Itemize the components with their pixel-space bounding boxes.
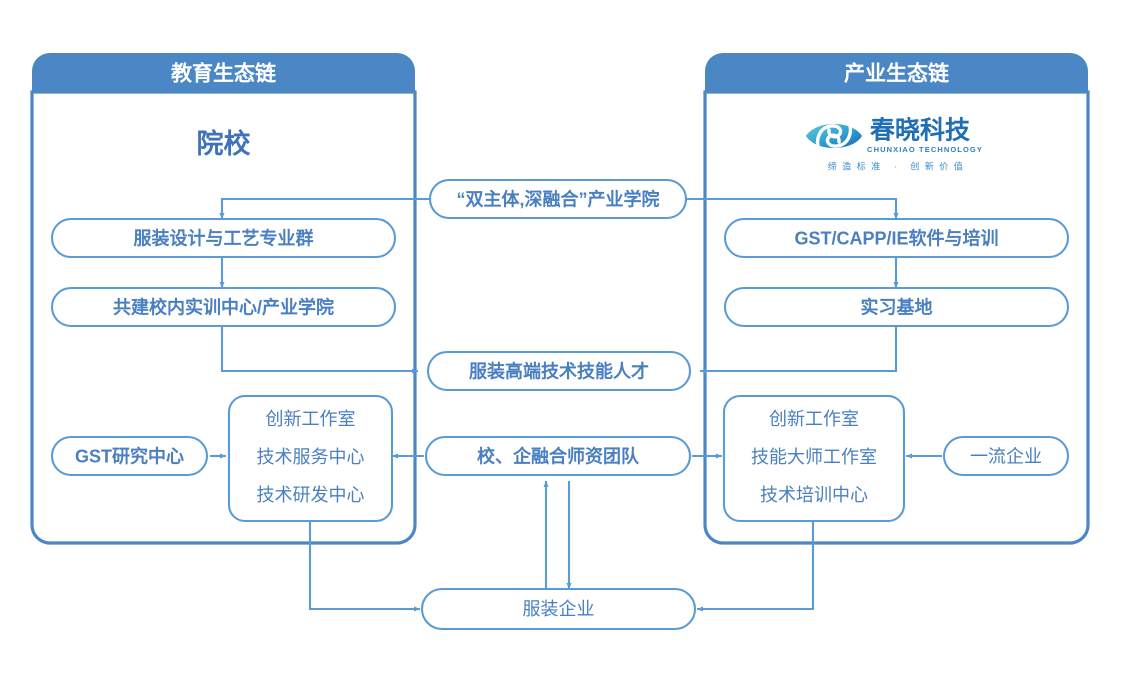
node-internship-base-label: 实习基地	[861, 296, 933, 317]
node-internship-base[interactable]: 实习基地	[723, 286, 1070, 328]
node-gst-capp-ie[interactable]: GST/CAPP/IE软件与培训	[723, 217, 1070, 259]
edge-internship-to-talent	[699, 326, 898, 374]
node-talent[interactable]: 服装高端技术技能人才	[426, 350, 692, 392]
edge-college-to-software	[684, 197, 899, 220]
edge-college-to-major	[219, 197, 432, 220]
node-talent-label: 服装高端技术技能人才	[469, 360, 649, 381]
chunxiao-eye-logo-icon	[806, 124, 862, 148]
node-edu-centers-line-3: 技术研发中心	[257, 485, 365, 505]
node-industry-college-label: “双主体,深融合”产业学院	[457, 188, 660, 209]
connectors	[210, 197, 942, 612]
node-major-group[interactable]: 服装设计与工艺专业群	[50, 217, 397, 259]
node-industry-college[interactable]: “双主体,深融合”产业学院	[428, 178, 688, 220]
node-edu-centers-line-2: 技术服务中心	[257, 447, 365, 467]
node-industry-centers-line-1: 创新工作室	[769, 409, 859, 429]
edge-training-to-talent	[220, 326, 419, 374]
node-gst-research-label: GST研究中心	[75, 445, 184, 466]
left-panel-header-label: 教育生态链	[171, 62, 277, 86]
node-apparel-enterprise[interactable]: 服装企业	[420, 587, 697, 631]
edge-industry-centers-to-apparel	[696, 521, 815, 612]
node-training-center-label: 共建校内实训中心/产业学院	[113, 296, 334, 317]
logo-tagline: 缔造标准 · 创新价值	[828, 160, 969, 171]
left-section-title: 院校	[197, 128, 251, 159]
node-edu-centers[interactable]: 创新工作室 技术服务中心 技术研发中心	[227, 394, 394, 523]
node-faculty-team-label: 校、企融合师资团队	[477, 445, 640, 466]
edge-edu-centers-to-apparel	[308, 521, 421, 612]
node-edu-centers-line-1: 创新工作室	[266, 409, 356, 429]
node-industry-centers[interactable]: 创新工作室 技能大师工作室 技术培训中心	[722, 394, 906, 523]
left-panel-header	[32, 53, 415, 92]
node-major-group-label: 服装设计与工艺专业群	[134, 227, 314, 248]
node-industry-centers-line-3: 技术培训中心	[760, 485, 868, 505]
right-panel-header-label: 产业生态链	[844, 62, 950, 86]
node-gst-research[interactable]: GST研究中心	[50, 435, 209, 477]
chunxiao-logo: 春晓科技 CHUNXIAO TECHNOLOGY 缔造标准 · 创新价值	[806, 116, 983, 171]
node-gst-capp-ie-label: GST/CAPP/IE软件与培训	[794, 227, 998, 248]
node-training-center[interactable]: 共建校内实训中心/产业学院	[50, 286, 397, 328]
node-faculty-team[interactable]: 校、企融合师资团队	[424, 435, 692, 477]
logo-name-cn: 春晓科技	[870, 116, 970, 145]
node-top-enterprise-label: 一流企业	[970, 446, 1042, 466]
node-apparel-enterprise-label: 服装企业	[523, 599, 595, 619]
node-industry-centers-line-2: 技能大师工作室	[751, 447, 877, 467]
right-panel-header	[705, 53, 1088, 92]
node-top-enterprise[interactable]: 一流企业	[942, 435, 1070, 477]
logo-name-en: CHUNXIAO TECHNOLOGY	[867, 145, 983, 154]
